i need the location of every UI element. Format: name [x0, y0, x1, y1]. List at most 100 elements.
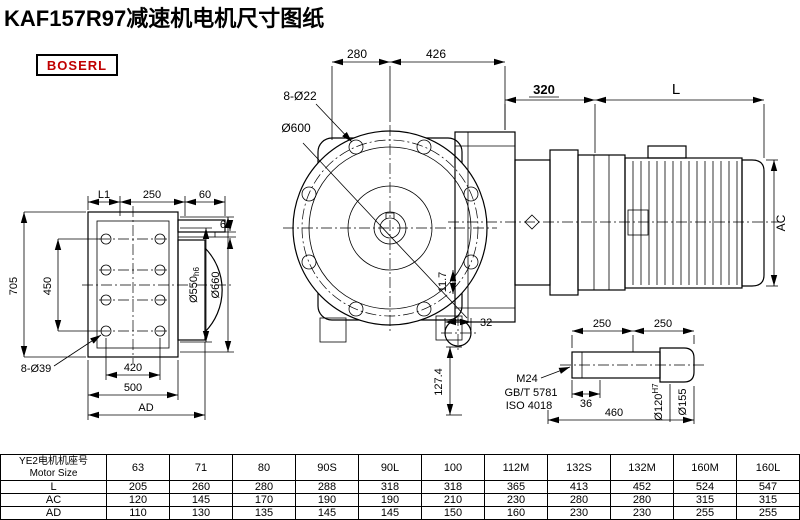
motor-size-header-cn: YE2电机机座号 [19, 455, 88, 467]
page-title: KAF157R97减速机电机尺寸图纸 [4, 6, 325, 31]
value-cell: 413 [547, 480, 611, 494]
motor-size-header-en: Motor Size [29, 467, 78, 479]
dimension-drawing: L1 250 60 6 705 450 8-Ø39 420 500 AD [8, 47, 788, 424]
size-col-header: 71 [169, 454, 233, 481]
shaft-end-cap [659, 347, 695, 383]
bolt-hole [154, 294, 166, 306]
d600-leader-line [302, 142, 468, 319]
flange-hole [416, 301, 432, 317]
value-cell: 255 [736, 506, 800, 520]
dim-426-label: 426 [426, 47, 446, 61]
value-cell: 524 [673, 480, 737, 494]
row-label: AD [0, 506, 107, 520]
bolt-hole [100, 294, 112, 306]
value-cell: 130 [169, 506, 233, 520]
size-col-header: 80 [232, 454, 296, 481]
motor-end-shield [577, 154, 626, 291]
value-cell: 280 [610, 493, 674, 507]
value-cell: 205 [106, 480, 170, 494]
size-col-header: 90L [358, 454, 422, 481]
motor-cooling-fins [632, 161, 738, 285]
size-col-header: 132S [547, 454, 611, 481]
bolt-hole [154, 233, 166, 245]
size-col-header: 63 [106, 454, 170, 481]
value-cell: 280 [232, 480, 296, 494]
output-shaft-detail: 250 250 M24 GB/T 5781 ISO 4018 36 460 Ø1… [505, 318, 706, 424]
value-cell: 230 [547, 506, 611, 520]
value-cell: 210 [421, 493, 485, 507]
value-cell: 190 [295, 493, 359, 507]
dim-32-label: 32 [480, 317, 492, 329]
flange-view-dimensions: Ø600 8-Ø22 280 426 11.7 [281, 47, 506, 294]
value-cell: 315 [673, 493, 737, 507]
value-cell: 260 [169, 480, 233, 494]
value-cell: 318 [421, 480, 485, 494]
size-col-header: 100 [421, 454, 485, 481]
value-cell: 170 [232, 493, 296, 507]
value-cell: 230 [610, 506, 674, 520]
size-col-header: 132M [610, 454, 674, 481]
bolt-hole [100, 325, 112, 337]
dim-11-7-label: 11.7 [437, 272, 449, 293]
keyway [385, 212, 395, 219]
value-cell: 315 [736, 493, 800, 507]
value-cell: 145 [358, 506, 422, 520]
note-iso-label: ISO 4018 [506, 400, 552, 412]
bolt-hole [154, 325, 166, 337]
dim-d120H7-label: Ø120H7 [651, 383, 665, 421]
value-cell: 547 [736, 480, 800, 494]
dim-460-label: 460 [605, 407, 623, 419]
dim-127-4-label: 127.4 [433, 368, 445, 396]
dim-320-label: 320 [533, 82, 555, 97]
bolt-hole [100, 264, 112, 276]
flange-hole [416, 139, 432, 155]
value-cell: 365 [484, 480, 548, 494]
motor-body [624, 157, 743, 289]
table-row-AD: AD 110 130 135 145 145 150 160 230 230 2… [0, 506, 800, 520]
bolt-hole [100, 233, 112, 245]
note-gbt-label: GB/T 5781 [505, 387, 558, 399]
section-diamond-symbol [524, 214, 540, 230]
value-cell: 288 [295, 480, 359, 494]
dim-L1-label: L1 [98, 189, 110, 201]
front-view-dimensions: L1 250 60 6 705 450 8-Ø39 420 500 AD [8, 189, 236, 420]
flange-view [283, 125, 497, 343]
row-label: L [0, 480, 107, 494]
value-cell: 255 [673, 506, 737, 520]
dim-AD-label: AD [138, 402, 153, 414]
front-view [82, 206, 232, 363]
table-row-AC: AC 120 145 170 190 190 210 230 280 280 3… [0, 493, 800, 507]
dim-280-label: 280 [347, 47, 367, 61]
value-cell: 110 [106, 506, 170, 520]
spigot-dimensions: Ø550h6 Ø660 [180, 216, 234, 353]
dim-60-label: 60 [199, 189, 211, 201]
size-col-header: 160M [673, 454, 737, 481]
fan-cowl [741, 159, 765, 287]
motor-adapter [514, 159, 551, 286]
flange-hole [348, 301, 364, 317]
dim-AC-label: AC [774, 214, 788, 231]
dim-d550h6-label: Ø550h6 [188, 267, 201, 303]
nameplate [627, 209, 649, 236]
value-cell: 160 [484, 506, 548, 520]
value-cell: 145 [169, 493, 233, 507]
lifting-lug [647, 145, 687, 159]
dim-8xd39-label: 8-Ø39 [21, 363, 52, 375]
value-cell: 145 [295, 506, 359, 520]
value-cell: 452 [610, 480, 674, 494]
table-header-row: YE2电机机座号 Motor Size 63 71 80 90S 90L 100… [0, 454, 800, 481]
dim-250b-label: 250 [654, 318, 672, 330]
logo-text: BOSERL [46, 57, 108, 73]
dim-705-label: 705 [8, 277, 20, 295]
size-col-header: 90S [295, 454, 359, 481]
value-cell: 120 [106, 493, 170, 507]
dim-d660-label: Ø660 [210, 272, 222, 299]
dim-d550-value: Ø550 [188, 276, 200, 303]
flange-hole [301, 254, 317, 270]
dim-L-label: L [672, 81, 680, 98]
dim-8xd22-label: 8-Ø22 [283, 89, 317, 103]
dim-420-label: 420 [124, 362, 142, 374]
value-cell: 135 [232, 506, 296, 520]
dim-250a-label: 250 [593, 318, 611, 330]
